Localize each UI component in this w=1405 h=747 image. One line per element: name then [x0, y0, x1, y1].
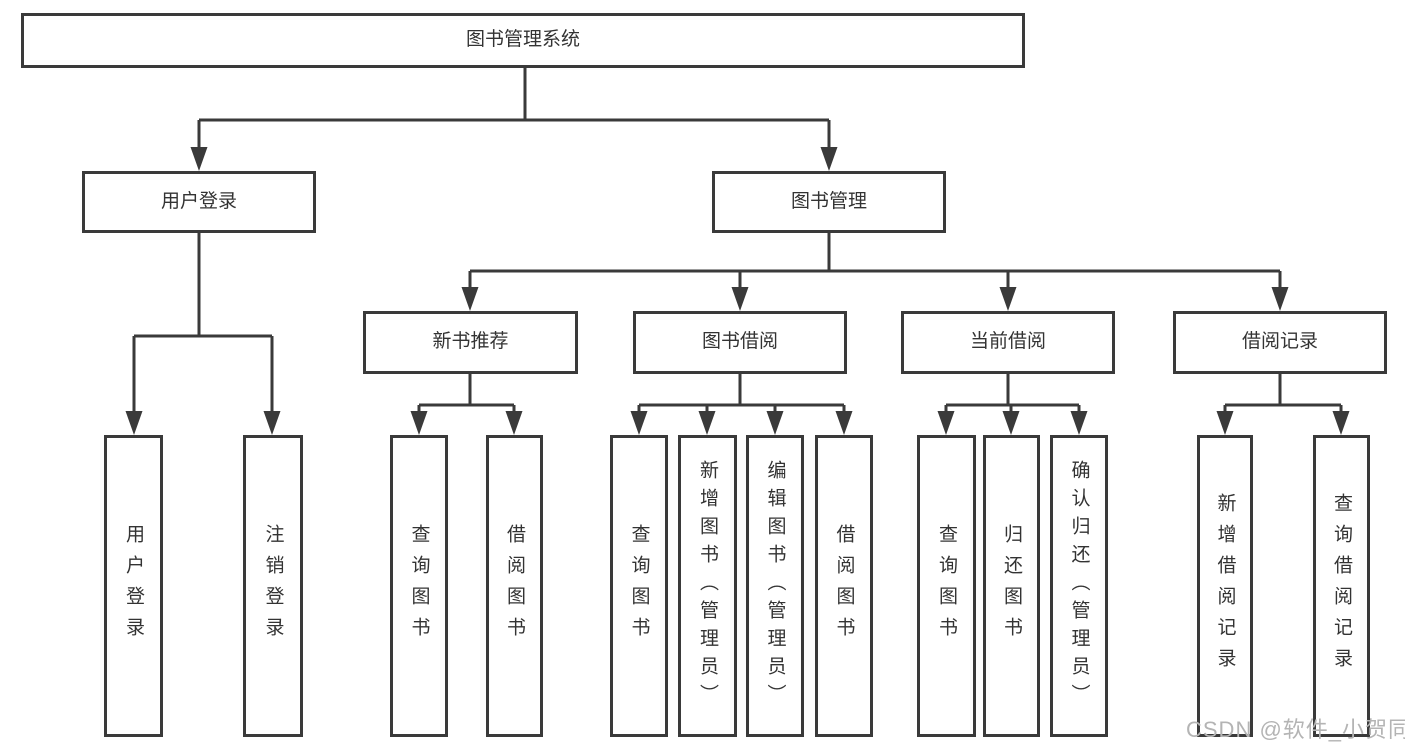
node-book-borrowing: 图书借阅	[633, 311, 847, 374]
node-library-system: 图书管理系统	[21, 13, 1025, 68]
node-confirm-return-admin: 确认归还（管理员）	[1050, 435, 1108, 737]
node-add-book-admin: 新增图书（管理员）	[678, 435, 737, 737]
node-new-book-recommend: 新书推荐	[363, 311, 578, 374]
node-user-login-leaf: 用户登录	[104, 435, 163, 737]
node-logout-leaf: 注销登录	[243, 435, 303, 737]
node-current-borrowing: 当前借阅	[901, 311, 1115, 374]
arrowhead-path	[125, 147, 1350, 435]
node-borrow-books-recommend: 借阅图书	[486, 435, 543, 737]
node-query-borrow-record: 查询借阅记录	[1313, 435, 1370, 737]
node-query-books-borrowing: 查询图书	[610, 435, 668, 737]
node-return-books: 归还图书	[983, 435, 1040, 737]
node-user-login: 用户登录	[82, 171, 316, 233]
node-edit-book-admin: 编辑图书（管理员）	[746, 435, 804, 737]
watermark: CSDN @软件_小贺同学	[1186, 717, 1405, 742]
node-borrow-books-borrowing: 借阅图书	[815, 435, 873, 737]
node-borrowing-records: 借阅记录	[1173, 311, 1387, 374]
node-add-borrow-record: 新增借阅记录	[1197, 435, 1253, 737]
node-query-books-current: 查询图书	[917, 435, 976, 737]
node-query-books-recommend: 查询图书	[390, 435, 448, 737]
node-book-management: 图书管理	[712, 171, 946, 233]
